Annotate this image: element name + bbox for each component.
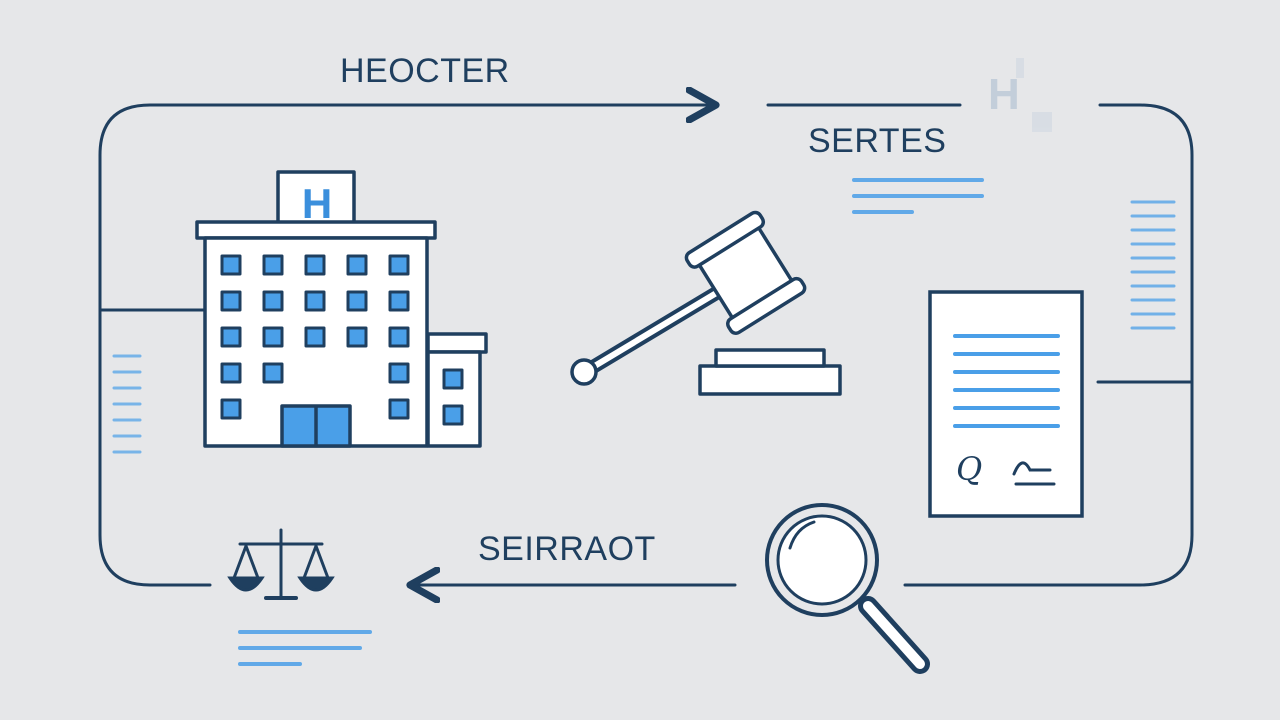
document-signature-initial: Q bbox=[956, 450, 983, 488]
hospital-building-icon bbox=[195, 170, 488, 448]
hospital-windows bbox=[220, 254, 464, 426]
loop-left-segment bbox=[98, 103, 322, 587]
ghost-mark-shapes bbox=[1016, 58, 1052, 132]
signed-document-icon bbox=[928, 290, 1084, 518]
text-bars-left bbox=[112, 354, 142, 454]
hospital-sign-letter: H bbox=[301, 180, 333, 227]
text-bars-bottom bbox=[238, 630, 372, 666]
flow-loop bbox=[98, 103, 1194, 587]
bottom-flow-label: SEIRRAOT bbox=[478, 530, 656, 568]
scales-of-justice-icon bbox=[227, 528, 335, 600]
gavel-icon bbox=[570, 210, 842, 396]
faded-h-mark: H bbox=[988, 70, 1020, 119]
right-flow-label: SERTES bbox=[808, 122, 947, 160]
text-bars-far-right bbox=[1130, 200, 1176, 330]
loop-right-segment bbox=[903, 103, 1194, 587]
text-bars-right bbox=[852, 178, 984, 214]
magnifying-glass-icon bbox=[765, 503, 930, 674]
top-flow-label: HEOCTER bbox=[340, 52, 510, 90]
